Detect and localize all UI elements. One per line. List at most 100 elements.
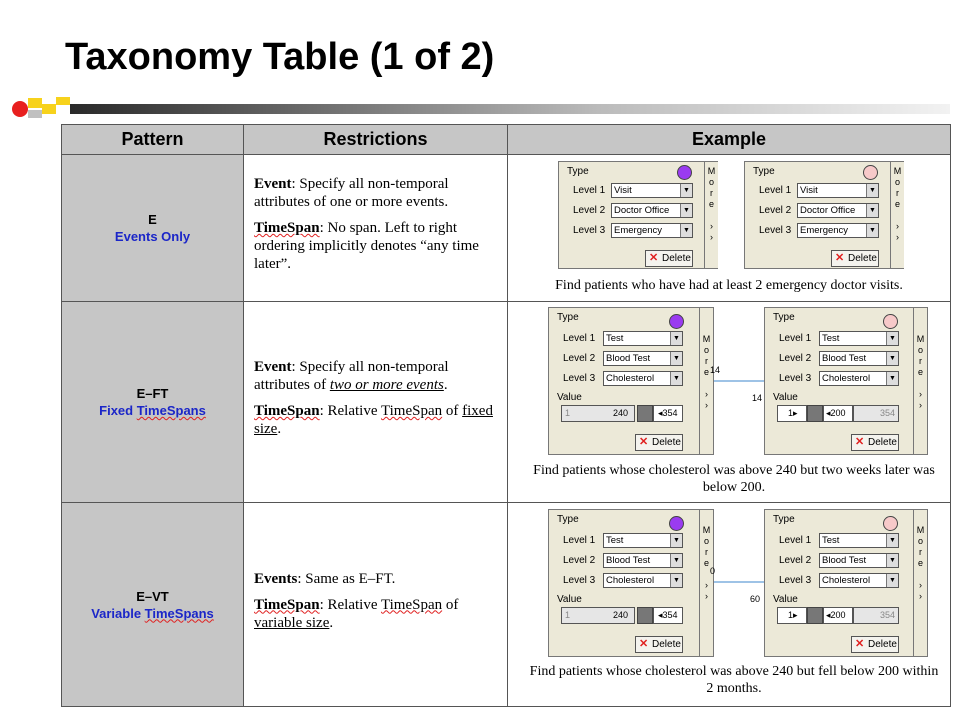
type-label: Type [557, 514, 579, 525]
delete-button[interactable]: ✕Delete [851, 636, 899, 653]
level3-select[interactable]: Cholesterol▼ [819, 573, 899, 588]
level3-select[interactable]: Cholesterol▼ [603, 573, 683, 588]
slide-title: Taxonomy Table (1 of 2) [65, 36, 495, 78]
timespan-left-label: 14 [710, 365, 721, 375]
value-mid-field[interactable]: ◂200 [823, 607, 853, 624]
level1-select[interactable]: Test▼ [819, 533, 899, 548]
value-min-field[interactable]: 1▸ [777, 607, 807, 624]
event-circle-icon[interactable] [883, 314, 898, 329]
chevron-down-icon: ▼ [670, 332, 682, 345]
close-icon: ✕ [639, 436, 649, 448]
chevron-down-icon: ▼ [886, 352, 898, 365]
level1-select[interactable]: Visit▼ [611, 183, 693, 198]
restriction-text: : Specify all non-temporal attributes of… [254, 176, 449, 210]
pattern-cell: E Events Only [61, 154, 244, 302]
delete-button[interactable]: ✕Delete [645, 250, 693, 267]
level3-select[interactable]: Cholesterol▼ [603, 371, 683, 386]
pattern-subtitle: Fixed TimeSpans [99, 403, 206, 418]
level3-select[interactable]: Emergency▼ [797, 223, 879, 238]
decor-square [28, 110, 42, 118]
restriction-text: . [443, 377, 448, 393]
query-panel: Type Level 1 Test▼ Level 2 Blood Test▼ L… [548, 307, 714, 455]
level3-select[interactable]: Emergency▼ [611, 223, 693, 238]
delete-button[interactable]: ✕Delete [831, 250, 879, 267]
chevron-down-icon: ▼ [886, 554, 898, 567]
restriction-text: : Relative [319, 403, 381, 419]
value-min-field[interactable]: 1 [561, 607, 635, 624]
restrictions-cell: Events: Same as E–FT. TimeSpan: Relative… [243, 502, 508, 707]
chevron-down-icon: ▼ [670, 352, 682, 365]
event-circle-icon[interactable] [669, 516, 684, 531]
chevron-down-icon: ▼ [670, 534, 682, 547]
event-circle-icon[interactable] [883, 516, 898, 531]
value-max-field[interactable]: ◂354 [653, 405, 683, 422]
value-max-field[interactable]: 354 [853, 607, 899, 624]
restriction-text: : Relative [319, 596, 381, 613]
timespan-connector[interactable] [714, 380, 764, 382]
restriction-text: TimeSpan [380, 596, 443, 613]
chevron-down-icon: ▼ [680, 184, 692, 197]
event-circle-icon[interactable] [863, 165, 878, 180]
range-slider-handle[interactable] [637, 405, 653, 422]
value-mid: 240 [613, 610, 629, 620]
delete-button[interactable]: ✕Delete [635, 434, 683, 451]
restriction-text: : Same as E–FT. [297, 570, 396, 587]
value-min-field[interactable]: 1▸ [777, 405, 807, 422]
decor-square [42, 104, 56, 114]
pattern-name: E–VT [136, 588, 169, 604]
query-panel: Type Level 1 Visit▼ Level 2 Doctor Offic… [558, 161, 718, 269]
level2-select[interactable]: Doctor Office▼ [797, 203, 879, 218]
level-label: Level 3 [573, 225, 606, 236]
timespan-connector[interactable] [714, 581, 764, 583]
delete-button[interactable]: ✕Delete [635, 636, 683, 653]
level2-select[interactable]: Blood Test▼ [819, 553, 899, 568]
term-events: Events [254, 570, 298, 587]
event-circle-icon[interactable] [669, 314, 684, 329]
level1-select[interactable]: Test▼ [603, 331, 683, 346]
chevron-down-icon: ▼ [866, 224, 878, 237]
decor-square [56, 97, 70, 105]
chevron-down-icon: ▼ [886, 574, 898, 587]
value-max-field[interactable]: ◂354 [653, 607, 683, 624]
level2-select[interactable]: Blood Test▼ [603, 553, 683, 568]
range-slider-handle[interactable] [807, 405, 823, 422]
level1-select[interactable]: Visit▼ [797, 183, 879, 198]
example-cell: Type Level 1 Visit▼ Level 2 Doctor Offic… [507, 154, 951, 302]
level3-select[interactable]: Cholesterol▼ [819, 371, 899, 386]
pattern-name: E–FT [136, 386, 169, 401]
level2-select[interactable]: Blood Test▼ [603, 351, 683, 366]
level2-select[interactable]: Doctor Office▼ [611, 203, 693, 218]
value-max-field[interactable]: 354 [853, 405, 899, 422]
range-slider-handle[interactable] [807, 607, 823, 624]
level1-select[interactable]: Test▼ [603, 533, 683, 548]
value-mid-field[interactable]: ◂200 [823, 405, 853, 422]
level-label: Level 2 [563, 555, 596, 566]
value-label: Value [773, 392, 798, 403]
value-label: Value [557, 594, 582, 605]
level-label: Level 2 [759, 205, 792, 216]
example-cell: Type Level 1 Test▼ Level 2 Blood Test▼ L… [507, 502, 951, 707]
term-event: Event [254, 359, 292, 375]
pattern-cell: E–FT Fixed TimeSpans [61, 301, 244, 503]
chevron-down-icon: ▼ [866, 204, 878, 217]
level-label: Level 1 [759, 185, 792, 196]
level1-select[interactable]: Test▼ [819, 331, 899, 346]
restriction-text: : No span. Left to right ordering implic… [254, 220, 479, 272]
title-underline-bar [70, 104, 950, 114]
range-slider-handle[interactable] [637, 607, 653, 624]
level-label: Level 2 [563, 353, 596, 364]
decor-square [28, 98, 42, 108]
chevron-down-icon: ▼ [670, 372, 682, 385]
event-circle-icon[interactable] [677, 165, 692, 180]
delete-button[interactable]: ✕Delete [851, 434, 899, 451]
level2-select[interactable]: Blood Test▼ [819, 351, 899, 366]
level-label: Level 3 [759, 225, 792, 236]
value-min-field[interactable]: 1 [561, 405, 635, 422]
level-label: Level 3 [563, 373, 596, 384]
